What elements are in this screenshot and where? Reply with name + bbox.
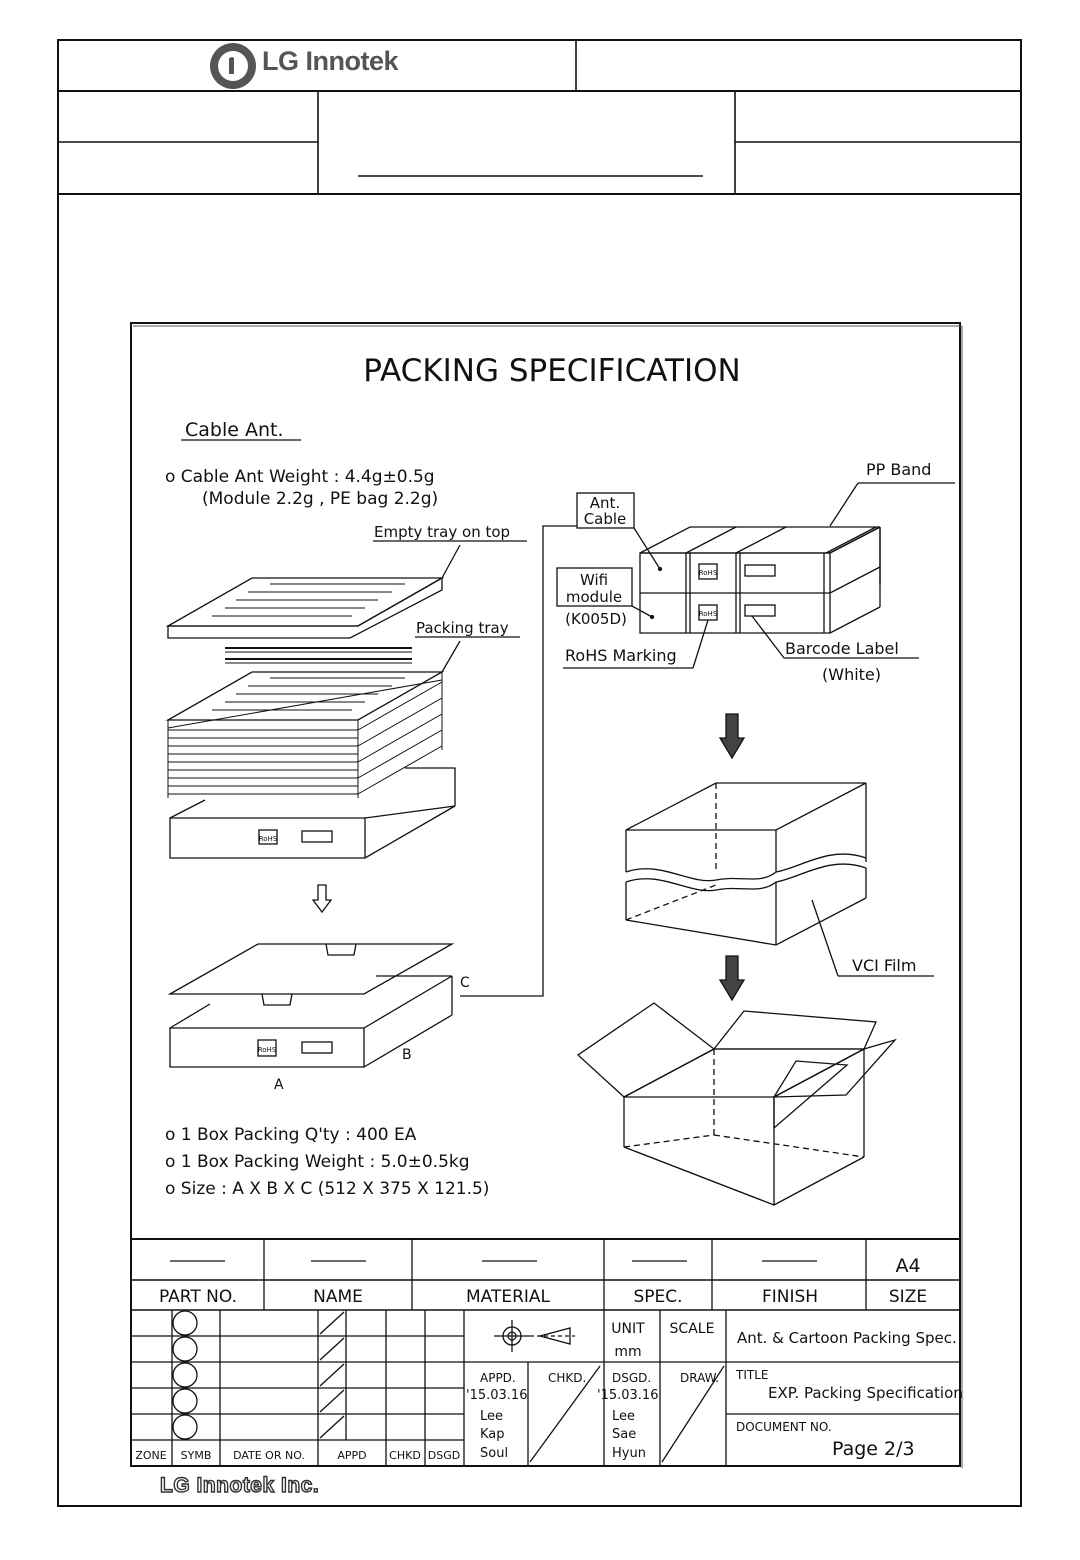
lg-logo-dot (230, 57, 234, 61)
header-spec: SPEC. (633, 1287, 682, 1307)
drawing-title: PACKING SPECIFICATION (363, 353, 740, 389)
draw-label: DRAW. (680, 1371, 719, 1385)
rohs-tag-2: RoHS (258, 1046, 277, 1054)
lg-logo-icon (210, 43, 256, 89)
weight-line-1: o Cable Ant Weight : 4.4g±0.5g (165, 467, 435, 487)
header-name: NAME (313, 1287, 363, 1307)
callout-wifi: Wifi (580, 571, 608, 589)
rev-chkd: CHKD (389, 1449, 421, 1462)
callout-empty-tray: Empty tray on top (374, 523, 510, 541)
dsgd-date: '15.03.16 (597, 1388, 658, 1403)
dim-b: B (402, 1047, 412, 1063)
doc-no-label: DOCUMENT NO. (736, 1420, 832, 1434)
appd-name-3: Soul (480, 1446, 508, 1461)
dsgd-name-3: Hyun (612, 1446, 646, 1461)
rohs-tag-4: RoHS (699, 610, 718, 618)
callout-rohs-marking: RoHS Marking (565, 646, 677, 665)
note-size: o Size : A X B X C (512 X 375 X 121.5) (165, 1179, 489, 1199)
unit-label: UNIT (611, 1321, 645, 1337)
scale-label: SCALE (670, 1321, 715, 1337)
size-value: A4 (895, 1255, 920, 1277)
callout-module: module (566, 588, 622, 606)
rohs-tag-1: RoHS (259, 835, 278, 843)
callout-module-code: (K005D) (565, 610, 627, 628)
header-size: SIZE (889, 1287, 927, 1307)
appd-name-1: Lee (480, 1409, 503, 1424)
dim-c: C (460, 975, 470, 991)
dsgd-label: DSGD. (612, 1371, 651, 1385)
rev-appd: APPD (337, 1449, 366, 1462)
rev-date: DATE OR NO. (233, 1449, 305, 1462)
callout-cable: Cable (584, 510, 627, 528)
section-heading: Cable Ant. (185, 419, 284, 441)
title-value: EXP. Packing Specification (768, 1384, 963, 1402)
dim-a: A (274, 1077, 284, 1093)
rev-dsgd: DSGD (428, 1449, 460, 1462)
callout-packing-tray: Packing tray (416, 619, 509, 637)
rev-zone: ZONE (135, 1449, 166, 1462)
dsgd-name-1: Lee (612, 1409, 635, 1424)
unit-value: mm (614, 1344, 641, 1360)
logo-text: LG Innotek (262, 46, 399, 76)
callout-pp-band: PP Band (866, 460, 931, 479)
rev-symb: SYMB (181, 1449, 212, 1462)
title-label: TITLE (735, 1368, 768, 1382)
callout-barcode-label: Barcode Label (785, 639, 899, 658)
callout-white: (White) (822, 665, 881, 684)
appd-label: APPD. (480, 1371, 516, 1385)
header-part-no: PART NO. (159, 1287, 237, 1307)
dsgd-name-2: Sae (612, 1427, 636, 1442)
footer-brand: LG Innotek Inc. (159, 1473, 320, 1497)
weight-line-2: (Module 2.2g , PE bag 2.2g) (202, 489, 438, 509)
callout-ant: Ant. (590, 494, 620, 512)
appd-date: '15.03.16 (466, 1388, 527, 1403)
callout-vci-film: VCI Film (852, 956, 916, 975)
chkd-label: CHKD. (548, 1371, 586, 1385)
header-material: MATERIAL (466, 1287, 551, 1307)
note-qty: o 1 Box Packing Q'ty : 400 EA (165, 1125, 417, 1145)
rohs-tag-3: RoHS (699, 569, 718, 577)
note-weight: o 1 Box Packing Weight : 5.0±0.5kg (165, 1152, 470, 1172)
appd-name-2: Kap (480, 1427, 505, 1442)
spec-name: Ant. & Cartoon Packing Spec. (737, 1329, 957, 1347)
page-number: Page 2/3 (832, 1438, 915, 1460)
header-finish: FINISH (762, 1287, 818, 1307)
